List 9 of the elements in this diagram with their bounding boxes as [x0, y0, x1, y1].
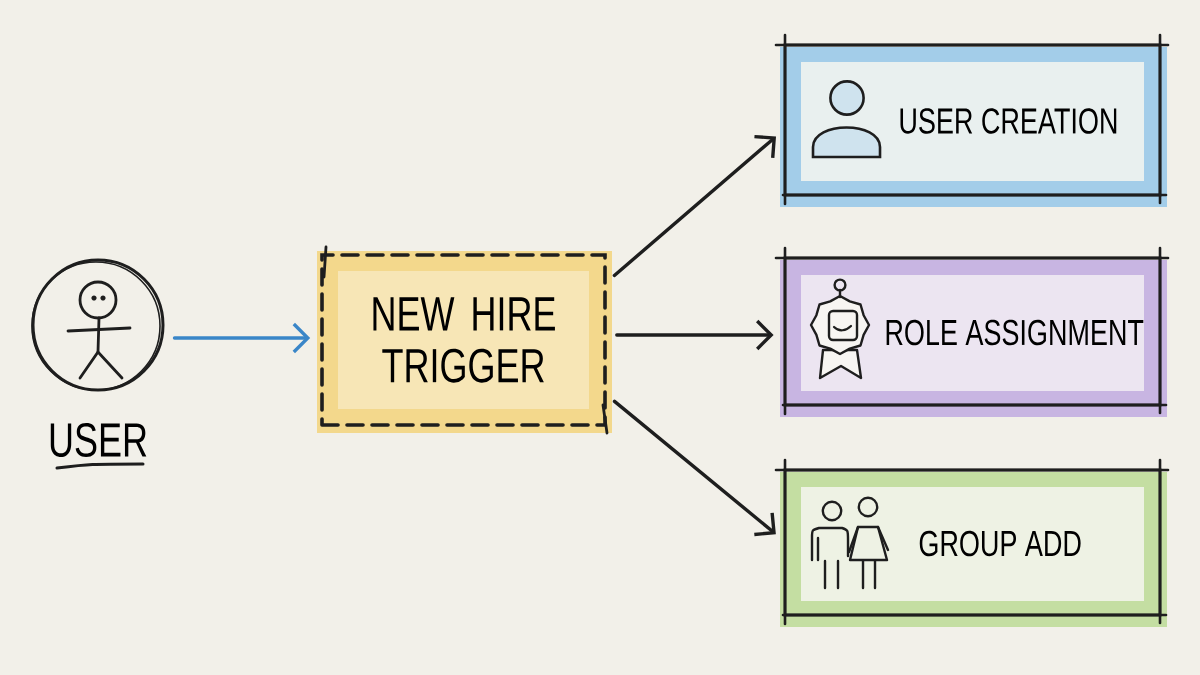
arrow	[612, 134, 777, 278]
dashed-box: NEW HIRE TRIGGER	[317, 245, 612, 435]
process-box: GROUP ADD	[774, 458, 1170, 627]
arrow	[172, 322, 311, 354]
arrow	[615, 319, 774, 351]
process-box: USER CREATION	[774, 33, 1170, 207]
process-box: ROLE ASSIGNMENT	[774, 246, 1170, 417]
node-label: USER	[50, 423, 147, 457]
arrow	[612, 399, 776, 537]
